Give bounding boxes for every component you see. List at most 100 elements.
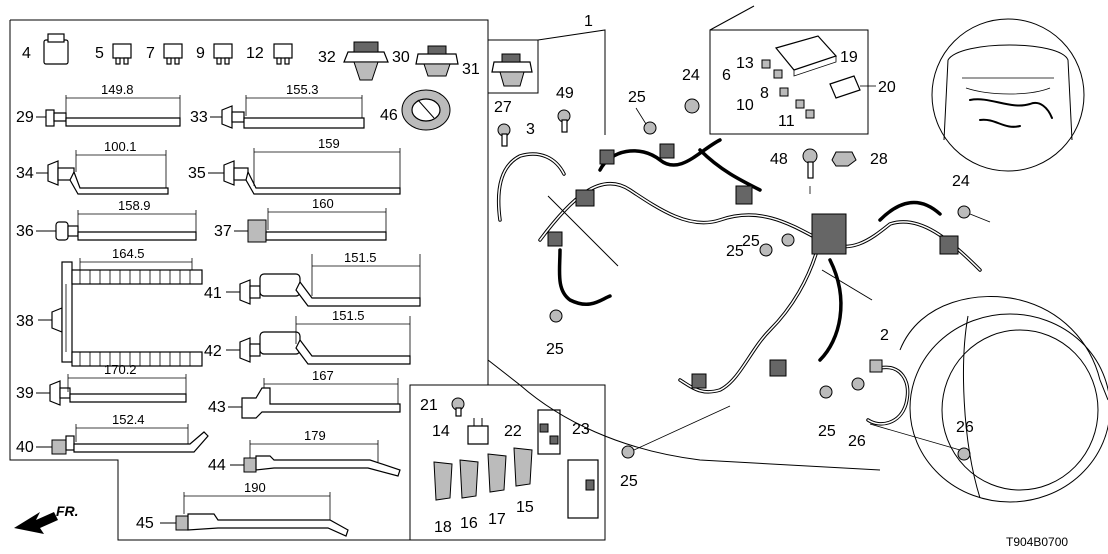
dimension-37: 160 bbox=[312, 196, 334, 211]
dimension-44: 179 bbox=[304, 428, 326, 443]
terminal-14 bbox=[467, 418, 489, 445]
small-fuse-13 bbox=[761, 59, 771, 69]
dim-45 bbox=[183, 492, 331, 520]
small-fuse-10 bbox=[795, 99, 805, 109]
small-fuse-6 bbox=[773, 69, 783, 79]
callout-44: 44 bbox=[208, 457, 226, 474]
dim-33 bbox=[245, 95, 363, 118]
fuse-box-cover bbox=[774, 35, 838, 77]
fuse-12 bbox=[273, 43, 293, 65]
front-arrow-icon bbox=[14, 512, 58, 534]
callout-38: 38 bbox=[16, 313, 34, 330]
bolt-25-b bbox=[759, 243, 773, 257]
vehicle-inset bbox=[931, 18, 1085, 172]
clip-32 bbox=[343, 41, 389, 81]
band-clamp-44 bbox=[243, 455, 401, 477]
grommet-46 bbox=[401, 89, 451, 131]
small-fuse-8 bbox=[779, 87, 789, 97]
small-fuse-11 bbox=[805, 109, 815, 119]
callout-2: 2 bbox=[880, 327, 889, 344]
callout-49: 49 bbox=[556, 85, 574, 102]
main-harness bbox=[538, 138, 982, 394]
fuse-puller-20 bbox=[829, 75, 861, 99]
band-clamp-34 bbox=[47, 160, 169, 195]
fuse-7 bbox=[163, 43, 183, 65]
bolt-25-e bbox=[819, 385, 833, 399]
band-clamp-40 bbox=[51, 431, 209, 455]
callout-11: 11 bbox=[778, 113, 795, 130]
callout-24-a: 24 bbox=[682, 67, 700, 84]
dimension-41: 151.5 bbox=[344, 250, 377, 265]
callout-22: 22 bbox=[504, 423, 522, 440]
dim-44 bbox=[249, 440, 379, 462]
callout-25-b: 25 bbox=[726, 243, 744, 260]
callout-4: 4 bbox=[22, 45, 31, 62]
callout-6: 6 bbox=[722, 67, 731, 84]
bolt-25-a bbox=[643, 121, 657, 135]
band-clamp-38 bbox=[51, 261, 203, 367]
callout-42: 42 bbox=[204, 343, 222, 360]
callout-33: 33 bbox=[190, 109, 208, 126]
callout-31: 31 bbox=[462, 61, 480, 78]
callout-43: 43 bbox=[208, 399, 226, 416]
bolt-25-c bbox=[781, 233, 795, 247]
dimension-39: 170.2 bbox=[104, 362, 137, 377]
dim-43 bbox=[263, 378, 399, 404]
callout-26-a: 26 bbox=[848, 433, 866, 450]
relay-23 bbox=[567, 459, 599, 519]
callout-10: 10 bbox=[736, 97, 754, 114]
fuse-5 bbox=[112, 43, 132, 65]
band-clamp-29 bbox=[45, 109, 181, 127]
band-clamp-37 bbox=[247, 219, 387, 243]
dimension-35: 159 bbox=[318, 136, 340, 151]
clip-31 bbox=[491, 53, 533, 87]
callout-40: 40 bbox=[16, 439, 34, 456]
bolt-21 bbox=[451, 397, 465, 417]
callout-17: 17 bbox=[488, 511, 506, 528]
fuse-4 bbox=[43, 33, 69, 65]
ground-cable-3 bbox=[496, 152, 566, 222]
callout-25-c: 25 bbox=[742, 233, 760, 250]
callout-25-d: 25 bbox=[546, 341, 564, 358]
terminal-18 bbox=[433, 461, 453, 501]
bolt-48 bbox=[802, 148, 818, 179]
callout-25-f: 25 bbox=[620, 473, 638, 490]
band-clamp-36 bbox=[55, 221, 197, 241]
callout-30: 30 bbox=[392, 49, 410, 66]
band-clamp-43 bbox=[241, 387, 401, 419]
callout-12: 12 bbox=[246, 45, 264, 62]
dimension-38: 164.5 bbox=[112, 246, 145, 261]
bolt-25-d bbox=[549, 309, 563, 323]
callout-25-e: 25 bbox=[818, 423, 836, 440]
dimension-42: 151.5 bbox=[332, 308, 365, 323]
callout-14: 14 bbox=[432, 423, 450, 440]
band-clamp-33 bbox=[221, 105, 365, 129]
ecu-box-outline bbox=[709, 29, 869, 135]
dimension-43: 167 bbox=[312, 368, 334, 383]
dimension-45: 190 bbox=[244, 480, 266, 495]
bolt-24-b bbox=[957, 205, 971, 219]
callout-27: 27 bbox=[494, 99, 512, 116]
callout-9: 9 bbox=[196, 45, 205, 62]
dim-29 bbox=[65, 95, 181, 118]
clip-30 bbox=[415, 45, 459, 77]
callout-18: 18 bbox=[434, 519, 452, 536]
dimension-40: 152.4 bbox=[112, 412, 145, 427]
callout-28: 28 bbox=[870, 151, 888, 168]
callout-15: 15 bbox=[516, 499, 534, 516]
callout-46: 46 bbox=[380, 107, 398, 124]
front-direction-label: FR. bbox=[56, 503, 79, 519]
main-harness-outline bbox=[487, 29, 606, 386]
dim-41 bbox=[311, 254, 421, 298]
callout-16: 16 bbox=[460, 515, 478, 532]
callout-32: 32 bbox=[318, 49, 336, 66]
callout-36: 36 bbox=[16, 223, 34, 240]
dim-36 bbox=[77, 210, 197, 232]
bolt-24-a bbox=[684, 98, 700, 114]
dim-42 bbox=[295, 316, 411, 356]
dim-34 bbox=[75, 150, 167, 188]
callout-20: 20 bbox=[878, 79, 896, 96]
dim-39 bbox=[67, 374, 187, 394]
